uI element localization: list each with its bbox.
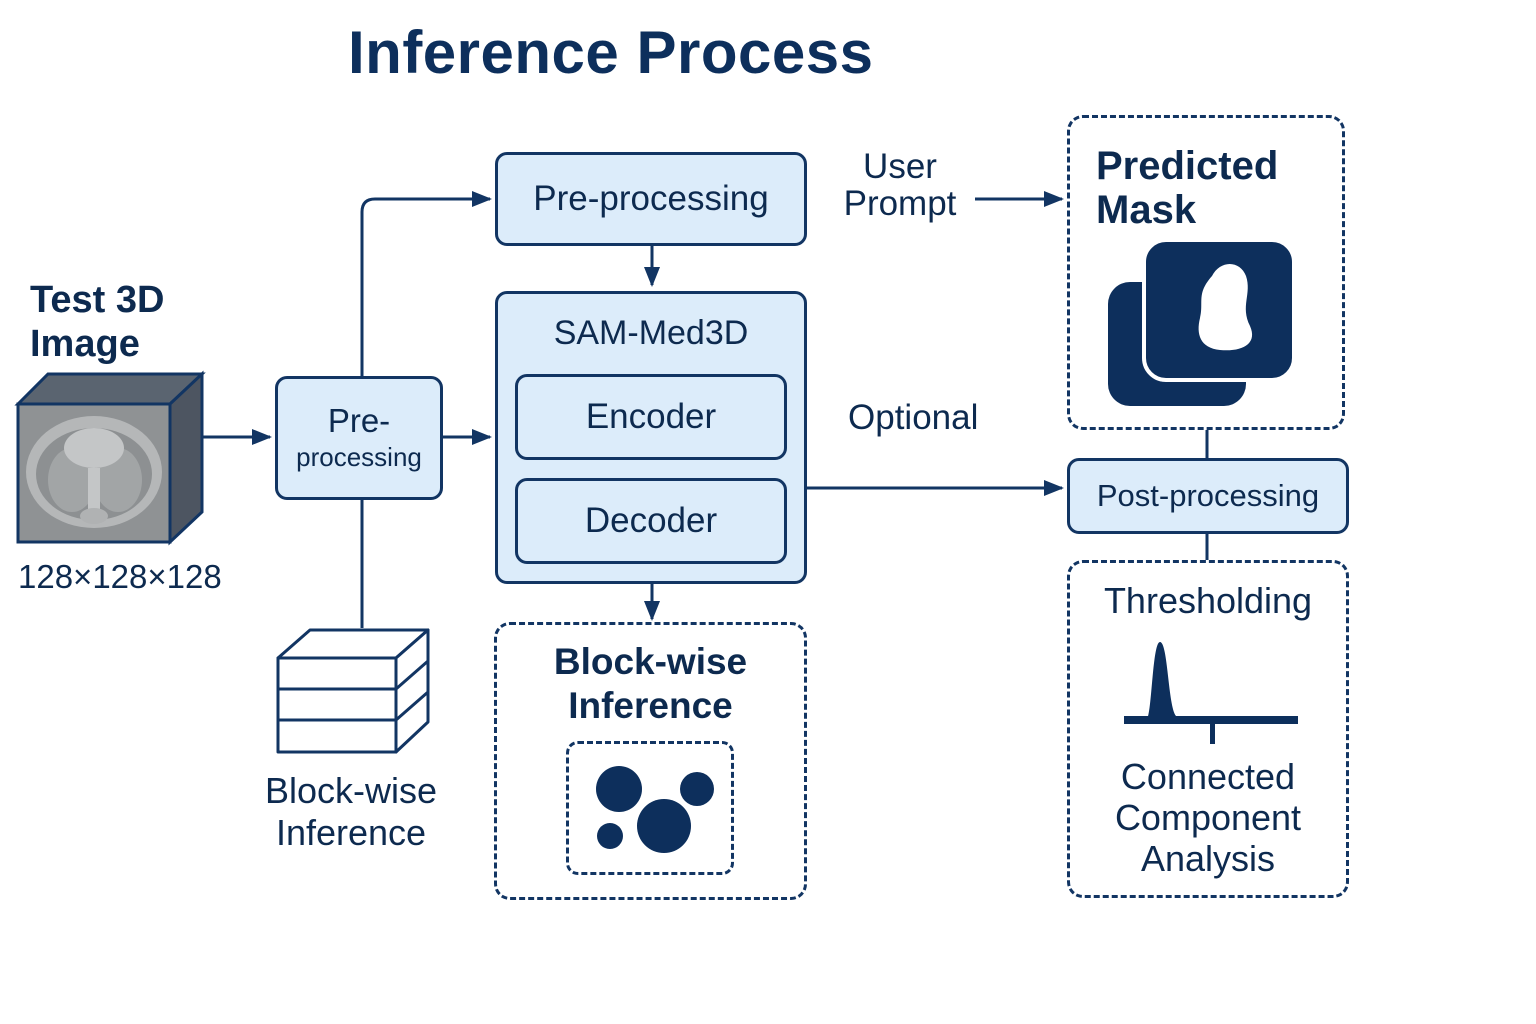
user-prompt-line2: Prompt: [843, 184, 957, 223]
blockwise-center-line1: Block-wise: [553, 641, 748, 682]
input-label-line2: Image: [30, 323, 140, 365]
thresholding-panel: [1067, 560, 1349, 898]
thresholding-label: Thresholding: [1103, 580, 1313, 621]
optional-label: Optional: [848, 398, 979, 437]
predicted-mask-line1: Predicted: [1096, 144, 1279, 188]
predicted-mask-line2: Mask: [1096, 188, 1197, 232]
page-title: Inference Process: [348, 19, 874, 86]
preprocess-left-box[interactable]: Pre- processing: [275, 376, 443, 500]
cca-line1: Connected: [1120, 756, 1296, 797]
blockwise-left-line2: Inference: [275, 812, 427, 853]
input-size-label: 128×128×128: [18, 558, 222, 595]
postprocess-box[interactable]: Post-processing: [1067, 458, 1349, 534]
cca-line2: Component: [1114, 797, 1302, 838]
input-label-line1: Test 3D: [30, 279, 165, 321]
preprocess-left-line2: processing: [296, 442, 422, 472]
histogram-icon: [1124, 642, 1298, 744]
arrow-preprocess-to-top: [360, 191, 492, 376]
sam-med3d-title: SAM-Med3D: [553, 314, 749, 352]
cells-icon: [596, 766, 714, 853]
blockwise-left-label: Block-wise Inference: [246, 770, 456, 854]
blockwise-center-label: Block-wise Inference: [494, 640, 807, 728]
preprocess-left-line1: Pre-: [327, 402, 391, 439]
ct-volume-cube: [14, 370, 206, 546]
cca-line3: Analysis: [1140, 838, 1276, 879]
input-label: Test 3D Image: [30, 278, 164, 366]
decoder-box[interactable]: Decoder: [515, 478, 787, 564]
blockwise-left-line1: Block-wise: [264, 770, 438, 811]
blockwise-center-line2: Inference: [568, 685, 733, 726]
preprocess-top-box[interactable]: Pre-processing: [495, 152, 807, 246]
cca-label: Connected Component Analysis: [1067, 756, 1349, 879]
mask-icon: [1108, 238, 1296, 406]
predicted-mask-label: Predicted Mask: [1096, 144, 1278, 232]
user-prompt-label: User Prompt: [832, 148, 968, 222]
user-prompt-line1: User: [863, 147, 937, 186]
encoder-box[interactable]: Encoder: [515, 374, 787, 460]
block-stack-icon: [276, 628, 430, 754]
